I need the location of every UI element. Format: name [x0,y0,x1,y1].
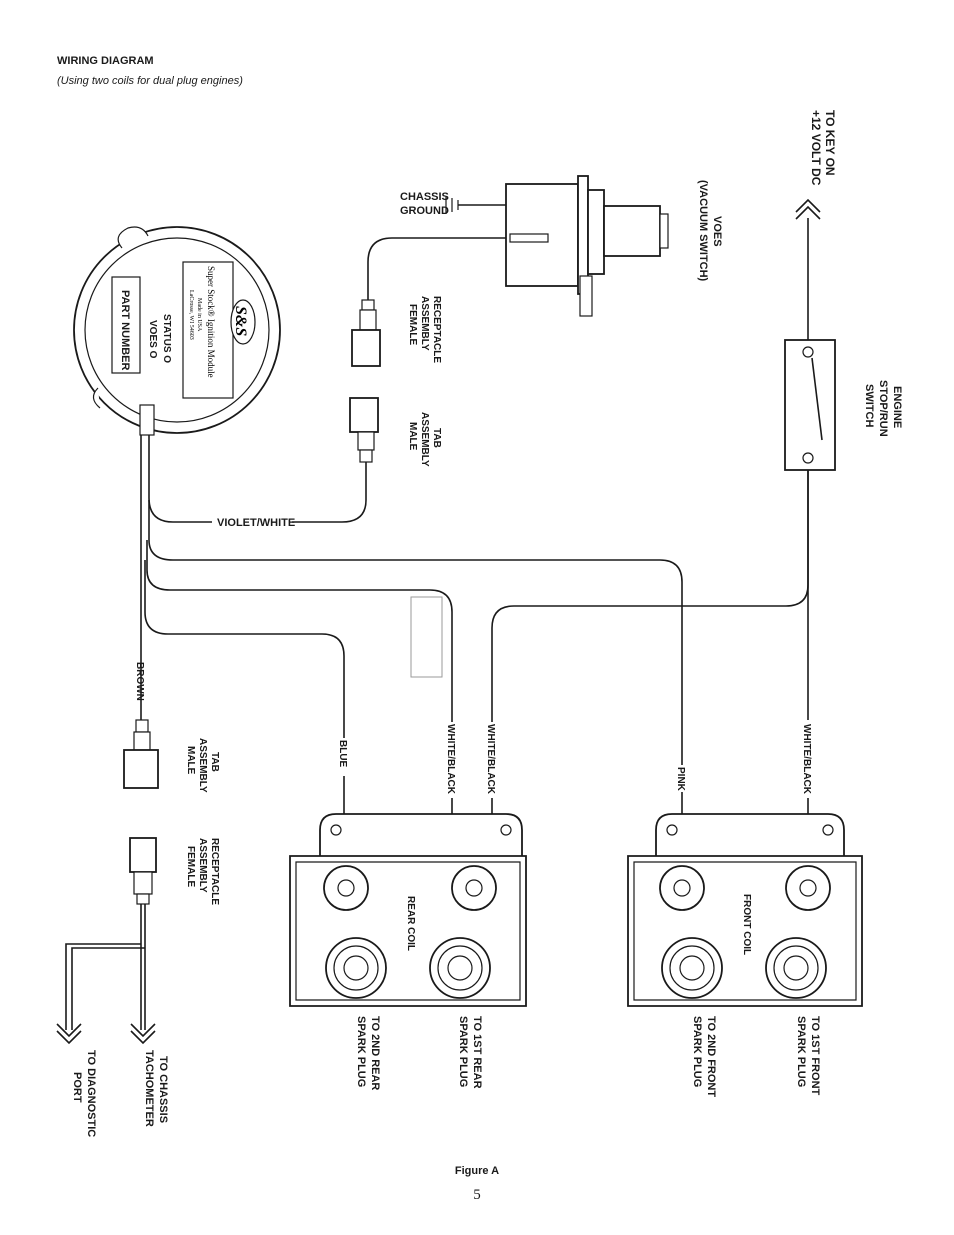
wire-violet-white-label: VIOLET/WHITE [217,517,295,529]
to-2nd-rear-label: TO 2ND REAR [369,1016,381,1090]
key-on-label-2: +12 VOLT DC [809,110,823,186]
module-brand-logo: S&S [232,306,249,336]
tab-male-bottom [123,719,159,789]
ignition-module [73,226,281,436]
voes-label-2: (VACUUM SWITCH) [697,180,709,282]
to-1st-front-label: TO 1ST FRONT [809,1016,821,1096]
page-number: 5 [473,1187,481,1203]
receptacle-female-bottom [129,837,157,905]
module-status-label: STATUS O [161,314,172,363]
voes-switch [445,175,669,317]
wire-blue-label: BLUE [337,740,348,768]
figure-caption: Figure A [454,1165,500,1177]
tab-bottom-label-2: ASSEMBLY [197,738,208,793]
wire-pink-label: PINK [675,767,686,792]
module-line2: Made in USA [196,298,202,332]
tab-bottom-label-3: MALE [185,746,196,775]
module-line3: LaCrosse, WI 54603 [188,290,194,340]
to-2nd-front-label-2: SPARK PLUG [691,1016,703,1087]
engine-switch-label-2: STOP/RUN [877,380,889,437]
module-line1: Super Stock® Ignition Module [206,266,216,378]
wire-white-black-label-3: WHITE/BLACK [801,724,812,795]
page-title: WIRING DIAGRAM [57,55,154,67]
receptacle-top-label: RECEPTACLE [431,296,442,363]
tab-top-label-2: ASSEMBLY [419,412,430,467]
to-2nd-rear-label-2: SPARK PLUG [355,1016,367,1087]
engine-switch-label: ENGINE [891,386,903,428]
to-1st-rear-label: TO 1ST REAR [471,1016,483,1089]
tab-top-label-3: MALE [407,422,418,451]
tab-male-top [349,397,379,463]
to-1st-rear-label-2: SPARK PLUG [457,1016,469,1087]
receptacle-top-label-3: FEMALE [407,304,418,345]
receptacle-top-label-2: ASSEMBLY [419,296,430,351]
receptacle-female-top [351,299,381,367]
to-diagnostic-label-2: PORT [71,1072,83,1103]
labels: TO KEY ON +12 VOLT DC VOES (VACUUM SWITC… [71,110,903,1137]
chassis-ground-label-2: GROUND [400,205,449,217]
receptacle-bottom-label-2: ASSEMBLY [197,838,208,893]
engine-stop-run-switch [784,339,836,471]
page-subtitle: (Using two coils for dual plug engines) [57,75,243,87]
tach-diagnostic-wires [56,904,156,1045]
voes-label: VOES [711,216,723,247]
wire-white-black-label-2: WHITE/BLACK [485,724,496,795]
receptacle-bottom-label-3: FEMALE [185,846,196,887]
tab-top-label: TAB [431,428,442,448]
receptacle-bottom-label: RECEPTACLE [209,838,220,905]
wire-brown-label: BROWN [134,662,145,701]
rear-coil-label: REAR COIL [405,896,416,951]
front-coil [627,813,863,1007]
module-voes-label: VOES O [147,320,158,359]
key-on-label: TO KEY ON [823,110,837,176]
to-1st-front-label-2: SPARK PLUG [795,1016,807,1087]
tab-bottom-label: TAB [209,752,220,772]
part-number-label: PART NUMBER [119,290,131,371]
rear-coil [289,813,527,1007]
wire-white-black-label-1: WHITE/BLACK [445,724,456,795]
key-on-arrow-icon [795,198,821,220]
to-tachometer-label-2: TACHOMETER [143,1050,155,1127]
to-tachometer-label: TO CHASSIS [157,1056,169,1123]
to-diagnostic-label: TO DIAGNOSTIC [85,1050,97,1137]
to-2nd-front-label: TO 2ND FRONT [705,1016,717,1097]
front-coil-label: FRONT COIL [741,894,752,955]
engine-switch-label-3: SWITCH [863,384,875,427]
chassis-ground-label: CHASSIS [400,191,449,203]
overlay-box [410,596,443,678]
